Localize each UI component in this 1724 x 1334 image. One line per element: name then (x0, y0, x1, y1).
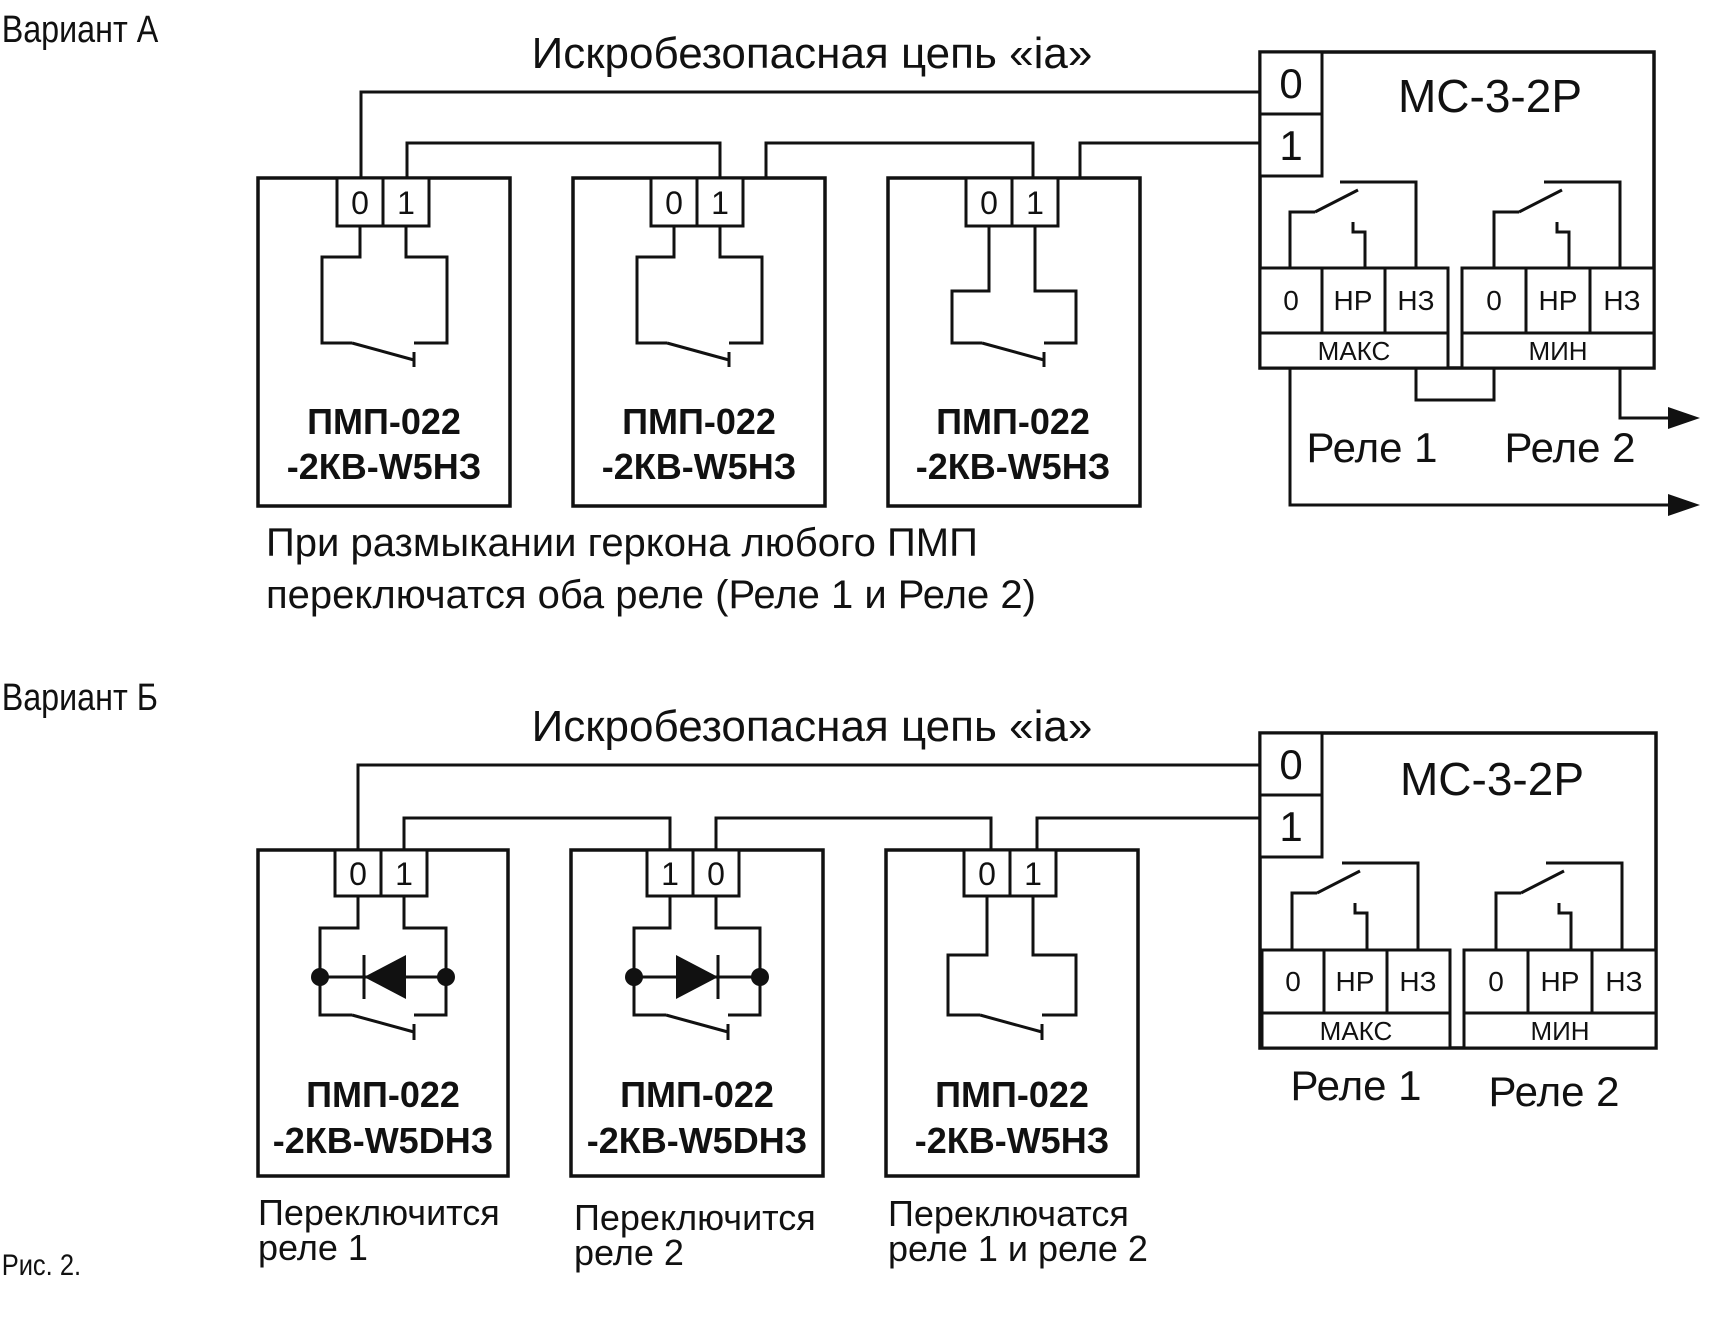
relay-max-a-nc: НЗ (1397, 285, 1434, 316)
sensor-b3-model-2: -2КВ-W5НЗ (915, 1120, 1110, 1161)
relay-contact-icon (1492, 180, 1622, 268)
relay-max-a-0: 0 (1283, 285, 1299, 316)
sensor-b1-terminal-1: 1 (395, 856, 413, 892)
relay2-b-label: Реле 2 (1488, 1068, 1619, 1115)
relay-max-a-no: НР (1334, 285, 1373, 316)
sensor-b3-caption-2: реле 1 и реле 2 (888, 1228, 1148, 1269)
sensor-b2-caption-1: Переключится (574, 1197, 816, 1238)
sensor-b2: 1 0 ПМП-022 -2КВ-W5DНЗ (569, 848, 825, 1178)
sensor-b3-caption-1: Переключатся (888, 1193, 1129, 1234)
figure-caption: Рис. 2. (2, 1248, 81, 1281)
sensor-b2-caption-2: реле 2 (574, 1232, 684, 1273)
relay-max-b-no: НР (1336, 966, 1375, 997)
sensor-b2-model-1: ПМП-022 (620, 1074, 774, 1115)
reed-switch-icon (946, 896, 1078, 1040)
relay1-a-label: Реле 1 (1306, 424, 1437, 471)
relay-min-b-nc: НЗ (1605, 966, 1642, 997)
sensor-a1-terminal-0: 0 (351, 185, 369, 221)
sensor-a2: 0 1 ПМП-022 -2КВ-W5НЗ (571, 176, 827, 508)
sensor-b3-terminal-1: 1 (1024, 856, 1042, 892)
relay-max-a-name: МАКС (1318, 336, 1391, 366)
controller-b-title: МС-3-2Р (1400, 753, 1584, 805)
sensor-a2-model-2: -2КВ-W5НЗ (602, 446, 797, 487)
relay-contact-icon (1494, 861, 1624, 950)
note-a-line1: При размыкании геркона любого ПМП (266, 521, 978, 565)
variant-a-label: Вариант А (2, 9, 159, 51)
sensor-a2-terminal-1: 1 (711, 185, 729, 221)
note-a-line2: переключатся оба реле (Реле 1 и Реле 2) (266, 573, 1036, 617)
reed-switch-icon (635, 226, 764, 367)
bus-wires-b (356, 763, 1260, 850)
relay2-a-label: Реле 2 (1504, 424, 1635, 471)
sensor-b2-model-2: -2КВ-W5DНЗ (587, 1120, 808, 1161)
diode-reed-switch-icon (625, 896, 769, 1040)
sensor-b2-terminal-1: 0 (707, 856, 725, 892)
controller-b-input-0: 0 (1279, 741, 1302, 788)
relay-min-b-no: НР (1541, 966, 1580, 997)
sensor-a3-model-2: -2КВ-W5НЗ (916, 446, 1111, 487)
bus-title-a: Искробезопасная цепь «ia» (532, 29, 1093, 78)
relay-min-a-0: 0 (1486, 285, 1502, 316)
sensor-b1-caption-1: Переключится (258, 1192, 500, 1233)
sensor-a3-terminal-1: 1 (1026, 185, 1044, 221)
output-wires-a (1288, 368, 1700, 516)
relay-max-b-nc: НЗ (1399, 966, 1436, 997)
relay-max-b-0: 0 (1285, 966, 1301, 997)
controller-a-input-1: 1 (1279, 122, 1302, 169)
relay-contact-icon (1290, 861, 1420, 950)
relay-min-a-no: НР (1539, 285, 1578, 316)
sensor-b3: 0 1 ПМП-022 -2КВ-W5НЗ (884, 848, 1140, 1178)
sensor-a3-model-1: ПМП-022 (936, 401, 1090, 442)
relay-min-b-name: МИН (1530, 1016, 1589, 1046)
sensor-a2-terminal-0: 0 (665, 185, 683, 221)
sensor-b1-caption-2: реле 1 (258, 1227, 368, 1268)
sensor-a1: 0 1 ПМП-022 -2КВ-W5НЗ (256, 176, 512, 508)
sensor-b1: 0 1 ПМП-022 -2КВ-W5DНЗ (256, 848, 510, 1178)
controller-b: 0 1 МС-3-2Р 0 НР НЗ МАКС 0 НР НЗ МИН (1258, 731, 1658, 1050)
relay-min-b-0: 0 (1488, 966, 1504, 997)
relay-max-b-name: МАКС (1320, 1016, 1393, 1046)
relay-contact-icon (1288, 180, 1418, 268)
sensor-a1-model-2: -2КВ-W5НЗ (287, 446, 482, 487)
sensor-b3-terminal-0: 0 (978, 856, 996, 892)
arrow-icon (1668, 407, 1700, 429)
sensor-b2-terminal-0: 1 (661, 856, 679, 892)
reed-switch-icon (320, 226, 449, 367)
controller-b-input-1: 1 (1279, 803, 1302, 850)
diode-reed-switch-icon (311, 896, 455, 1040)
sensor-b1-terminal-0: 0 (349, 856, 367, 892)
arrow-icon (1668, 494, 1700, 516)
sensor-a1-terminal-1: 1 (397, 185, 415, 221)
sensor-b1-model-2: -2КВ-W5DНЗ (273, 1120, 494, 1161)
bus-title-b: Искробезопасная цепь «ia» (532, 702, 1093, 751)
controller-a-title: МС-3-2Р (1398, 70, 1582, 122)
controller-a: 0 1 МС-3-2Р 0 НР НЗ МАКС 0 НР (1258, 50, 1656, 370)
sensor-a3: 0 1 ПМП-022 -2КВ-W5НЗ (886, 176, 1142, 508)
relay-min-a-name: МИН (1528, 336, 1587, 366)
sensor-b3-model-1: ПМП-022 (935, 1074, 1089, 1115)
sensor-a1-model-1: ПМП-022 (307, 401, 461, 442)
sensor-a2-model-1: ПМП-022 (622, 401, 776, 442)
reed-switch-icon (950, 226, 1078, 367)
relay-min-a-nc: НЗ (1603, 285, 1640, 316)
sensor-a3-terminal-0: 0 (980, 185, 998, 221)
sensor-b1-model-1: ПМП-022 (306, 1074, 460, 1115)
variant-b-label: Вариант Б (2, 677, 158, 719)
relay1-b-label: Реле 1 (1290, 1062, 1421, 1109)
bus-wires-a (359, 90, 1260, 178)
controller-a-input-0: 0 (1279, 60, 1302, 107)
